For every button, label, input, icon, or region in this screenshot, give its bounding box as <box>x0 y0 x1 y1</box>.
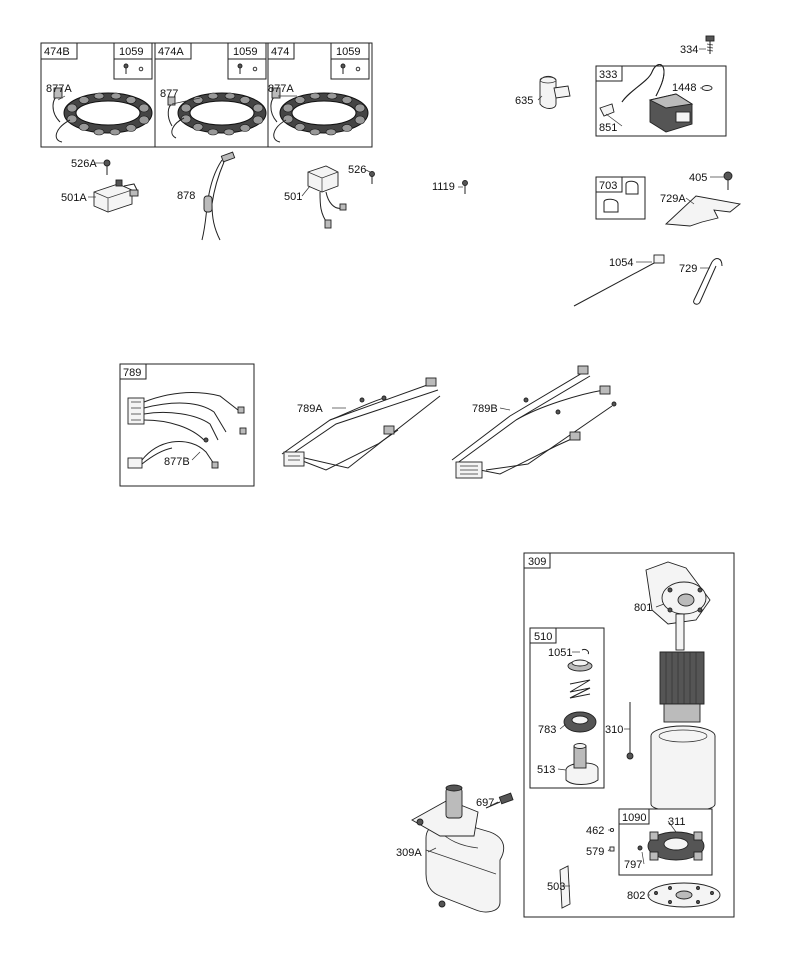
bracket-729a <box>664 195 742 227</box>
tag-510 <box>529 627 557 644</box>
label-703: 703 <box>599 180 617 192</box>
label-635: 635 <box>515 95 533 107</box>
label-801: 801 <box>634 602 652 614</box>
tag-789 <box>119 363 147 380</box>
screw-526 <box>369 171 375 184</box>
label-311: 311 <box>668 816 686 828</box>
end-plate-802 <box>647 882 721 908</box>
label-333: 333 <box>599 69 617 81</box>
harness-789b <box>451 365 617 479</box>
label-474a: 474A <box>158 46 184 58</box>
label-877: 877 <box>160 88 178 100</box>
label-797: 797 <box>624 859 642 871</box>
drive-box-510 <box>529 627 605 789</box>
label-789a: 789A <box>297 403 323 415</box>
label-1448: 1448 <box>672 82 696 94</box>
label-334: 334 <box>680 44 698 56</box>
label-501a: 501A <box>61 192 87 204</box>
label-851: 851 <box>599 122 617 134</box>
stator-ring-474b <box>52 87 153 143</box>
label-1054: 1054 <box>609 257 633 269</box>
tag-703 <box>595 176 623 193</box>
screw-1059-a <box>123 63 144 74</box>
screw-1059-c <box>340 63 361 74</box>
label-729: 729 <box>679 263 697 275</box>
harness-789a <box>281 377 441 471</box>
label-1051: 1051 <box>548 647 572 659</box>
harness-789 <box>127 392 247 443</box>
label-309a: 309A <box>396 847 422 859</box>
label-526a: 526A <box>71 158 97 170</box>
label-802: 802 <box>627 890 645 902</box>
label-513: 513 <box>537 764 555 776</box>
screw-1059-b <box>237 63 258 74</box>
tag-333 <box>595 65 623 82</box>
label-510: 510 <box>534 631 552 643</box>
label-1059-b: 1059 <box>233 46 257 58</box>
stator-group <box>40 42 373 148</box>
regulator-501 <box>307 165 347 229</box>
label-789b: 789B <box>472 403 498 415</box>
label-1119: 1119 <box>432 181 455 193</box>
starter-motor-309a <box>411 784 505 913</box>
label-526: 526 <box>348 164 366 176</box>
label-878: 878 <box>177 190 195 202</box>
armature <box>659 613 705 723</box>
end-cap-801 <box>645 561 711 625</box>
label-1090: 1090 <box>622 812 646 824</box>
drive-assembly-510 <box>563 649 599 785</box>
clip-703 <box>603 180 639 213</box>
bracket-503 <box>559 865 571 909</box>
screw-526a <box>103 159 111 175</box>
part-labels: 474B 1059 877A 474A 1059 877 474 1059 87… <box>44 44 707 902</box>
brush-plate-1090 <box>637 831 705 861</box>
label-877b: 877B <box>164 456 190 468</box>
tube-housing <box>650 725 716 812</box>
label-405: 405 <box>689 172 707 184</box>
wire-878 <box>201 151 236 241</box>
label-474: 474 <box>271 46 289 58</box>
label-783: 783 <box>538 724 556 736</box>
label-503: 503 <box>547 881 565 893</box>
label-309: 309 <box>528 556 546 568</box>
label-310: 310 <box>605 724 623 736</box>
label-729a: 729A <box>660 193 686 205</box>
harness-877b <box>127 441 219 469</box>
stator-ring-474a <box>167 92 267 139</box>
label-697: 697 <box>476 797 494 809</box>
leader-lines <box>57 48 724 896</box>
label-501: 501 <box>284 191 302 203</box>
label-474b: 474B <box>44 46 70 58</box>
stator-ring-474 <box>270 87 369 143</box>
ignition-coil-333 <box>599 64 713 133</box>
screw-405 <box>723 171 733 190</box>
label-579: 579 <box>586 846 604 858</box>
boot-635 <box>539 75 571 109</box>
tag-309 <box>523 552 551 569</box>
tag-1090 <box>618 808 650 825</box>
regulator-501a <box>93 179 139 213</box>
cable-tie-1054 <box>573 254 665 307</box>
label-1059-c: 1059 <box>336 46 360 58</box>
clamp-729 <box>693 258 723 305</box>
label-462: 462 <box>586 825 604 837</box>
screw-1119 <box>462 180 468 194</box>
label-1059-a: 1059 <box>119 46 143 58</box>
bolt-334 <box>705 35 715 54</box>
label-877a-2: 877A <box>268 83 294 95</box>
label-789: 789 <box>123 367 141 379</box>
label-877a-1: 877A <box>46 83 72 95</box>
bolt-697 <box>485 792 514 809</box>
